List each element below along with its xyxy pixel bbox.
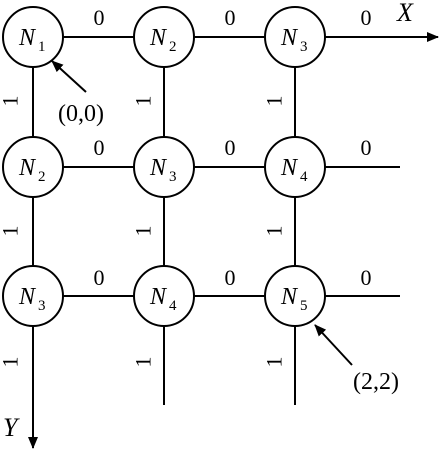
node-r3-c3: N 5 [264, 265, 326, 327]
weight-v-c3-r1: 1 [262, 96, 287, 107]
weight-h-r3-c2: 0 [225, 265, 236, 290]
weight-v-c1-r3: 1 [0, 357, 23, 368]
weight-h-r3-c1: 0 [94, 265, 105, 290]
node-letter: N [280, 155, 299, 181]
node-letter: N [18, 25, 37, 51]
node-letter: N [18, 155, 37, 181]
node-subscript: 2 [169, 39, 177, 55]
node-subscript: 4 [300, 169, 308, 185]
weight-h-r1-c1: 0 [94, 5, 105, 30]
origin-pointer-arrow [51, 60, 87, 93]
node-subscript: 2 [38, 169, 46, 185]
weight-h-r1-c3: 0 [361, 5, 372, 30]
node-r1-c2: N 2 [133, 6, 195, 68]
node-subscript: 3 [169, 169, 177, 185]
node-letter: N [280, 25, 299, 51]
origin-coordinate-label: (0,0) [58, 101, 104, 127]
y-axis-label: Y [3, 413, 20, 442]
weight-v-c1-r2: 1 [0, 226, 23, 237]
node-r3-c2: N 4 [133, 265, 195, 327]
weight-v-c2-r3: 1 [131, 357, 156, 368]
node-r1-c1: N 1 [2, 6, 64, 68]
weight-h-r2-c2: 0 [225, 135, 236, 160]
node-letter: N [280, 284, 299, 310]
node-letter: N [18, 284, 37, 310]
weight-v-c1-r1: 1 [0, 96, 23, 107]
node-subscript: 3 [300, 39, 308, 55]
weight-v-c2-r1: 1 [131, 96, 156, 107]
node-r2-c3: N 4 [264, 136, 326, 198]
weight-v-c2-r2: 1 [131, 226, 156, 237]
node-letter: N [149, 284, 168, 310]
node-r2-c1: N 2 [2, 136, 64, 198]
corner-pointer-arrow [314, 324, 353, 366]
weight-v-c3-r2: 1 [262, 226, 287, 237]
weight-h-r2-c3: 0 [361, 135, 372, 160]
node-subscript: 1 [38, 39, 46, 55]
node-r2-c2: N 3 [133, 136, 195, 198]
node-r3-c1: N 3 [2, 265, 64, 327]
weight-h-r3-c3: 0 [361, 265, 372, 290]
node-subscript: 3 [38, 298, 46, 314]
node-subscript: 5 [300, 298, 308, 314]
corner-coordinate-label: (2,2) [353, 369, 399, 395]
node-letter: N [149, 155, 168, 181]
node-r1-c3: N 3 [264, 6, 326, 68]
node-letter: N [149, 25, 168, 51]
weight-h-r2-c1: 0 [94, 135, 105, 160]
x-axis-label: X [396, 0, 414, 27]
weight-h-r1-c2: 0 [225, 5, 236, 30]
weight-v-c3-r3: 1 [262, 357, 287, 368]
node-subscript: 4 [169, 298, 177, 314]
